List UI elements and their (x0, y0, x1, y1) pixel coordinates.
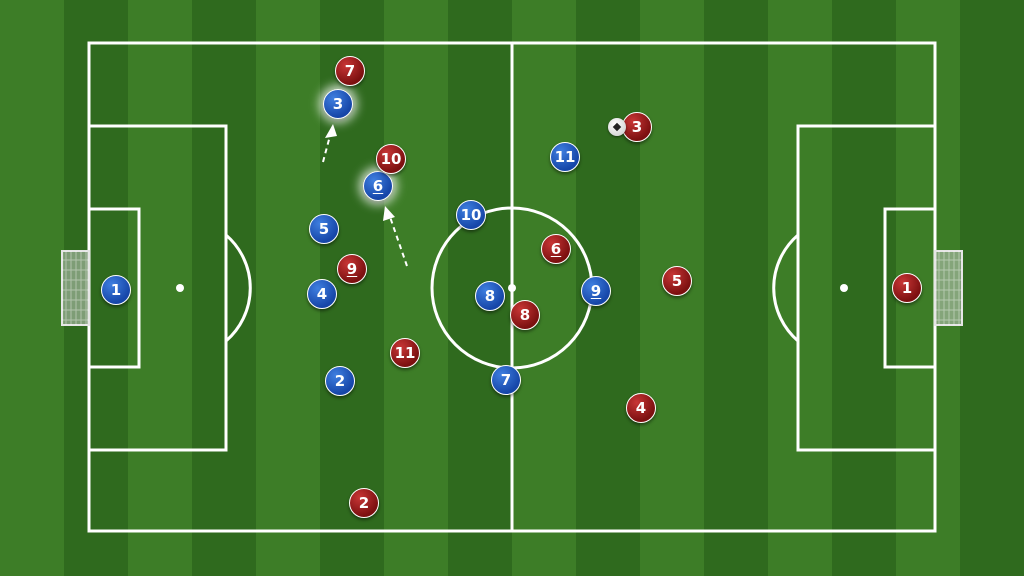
player-number: 3 (332, 95, 344, 113)
home-player-5[interactable]: 5 (309, 214, 339, 244)
player-number: 4 (316, 285, 328, 303)
movement-arrows (322, 131, 408, 267)
arrow-head-home-6 (383, 206, 395, 221)
home-player-8[interactable]: 8 (475, 281, 505, 311)
grass-stripe (768, 0, 833, 576)
away-player-8[interactable]: 8 (510, 300, 540, 330)
away-player-11[interactable]: 11 (390, 338, 420, 368)
left-goal (61, 250, 90, 326)
away-player-9[interactable]: 9 (337, 254, 367, 284)
grass-stripe (384, 0, 449, 576)
player-number: 9 (590, 282, 602, 300)
grass-stripe (512, 0, 577, 576)
left-penalty-arc (225, 233, 252, 343)
home-player-4[interactable]: 4 (307, 279, 337, 309)
player-number: 6 (372, 177, 384, 195)
home-player-9[interactable]: 9 (581, 276, 611, 306)
left-penalty-spot (176, 284, 184, 292)
away-player-1[interactable]: 1 (892, 273, 922, 303)
grass-stripe (0, 0, 65, 576)
away-player-7[interactable]: 7 (335, 56, 365, 86)
home-player-11[interactable]: 11 (550, 142, 580, 172)
player-number: 8 (519, 306, 531, 324)
player-number: 1 (110, 281, 122, 299)
centre-spot (508, 284, 516, 292)
soccer-ball-icon (608, 118, 626, 136)
right-penalty-arc (772, 233, 799, 343)
player-number: 8 (484, 287, 496, 305)
player-number: 11 (554, 148, 576, 166)
player-number: 1 (901, 279, 913, 297)
home-player-7[interactable]: 7 (491, 365, 521, 395)
away-player-6[interactable]: 6 (541, 234, 571, 264)
home-player-10[interactable]: 10 (456, 200, 486, 230)
right-penalty-spot (840, 284, 848, 292)
arrow-head-home-3 (325, 124, 337, 138)
home-player-1[interactable]: 1 (101, 275, 131, 305)
pitch-spots (176, 284, 848, 292)
player-number: 5 (318, 220, 330, 238)
arrow-home-6-line (388, 213, 408, 267)
arrow-heads (325, 124, 395, 221)
grass-stripe (960, 0, 1024, 576)
right-goal (934, 250, 963, 326)
player-number: 2 (358, 494, 370, 512)
away-player-10[interactable]: 10 (376, 144, 406, 174)
player-number: 7 (344, 62, 356, 80)
player-number: 3 (631, 118, 643, 136)
home-player-2[interactable]: 2 (325, 366, 355, 396)
player-number: 10 (460, 206, 482, 224)
player-number: 9 (346, 260, 358, 278)
player-number: 6 (550, 240, 562, 258)
player-number: 5 (671, 272, 683, 290)
away-player-4[interactable]: 4 (626, 393, 656, 423)
grass-stripe (704, 0, 769, 576)
player-number: 10 (380, 150, 402, 168)
player-number: 2 (334, 372, 346, 390)
home-player-3[interactable]: 3 (323, 89, 353, 119)
away-player-5[interactable]: 5 (662, 266, 692, 296)
player-number: 4 (635, 399, 647, 417)
player-number: 11 (394, 344, 416, 362)
away-player-3[interactable]: 3 (622, 112, 652, 142)
away-player-2[interactable]: 2 (349, 488, 379, 518)
home-player-6[interactable]: 6 (363, 171, 393, 201)
player-number: 7 (500, 371, 512, 389)
